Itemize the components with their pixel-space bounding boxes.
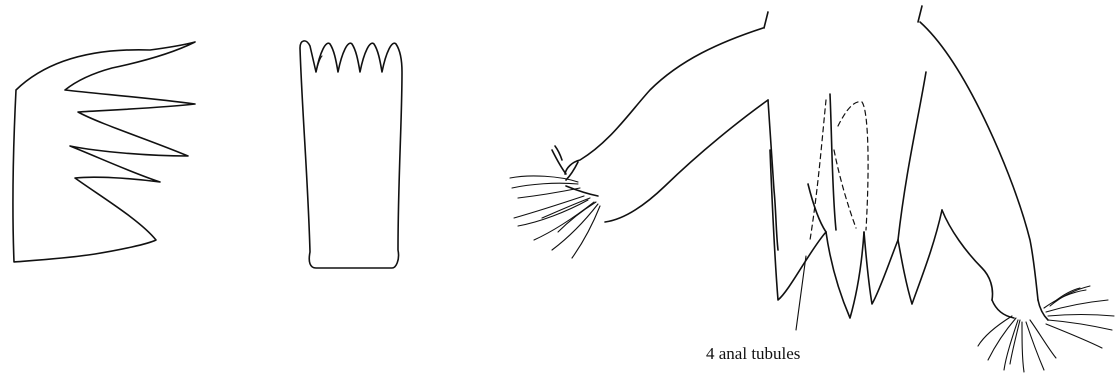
anal-tubules-label: 4 anal tubules xyxy=(706,344,800,364)
toothed-plate-drawing xyxy=(13,42,195,262)
larva-posterior-drawing xyxy=(510,6,1114,372)
lobed-column-drawing xyxy=(300,41,402,268)
